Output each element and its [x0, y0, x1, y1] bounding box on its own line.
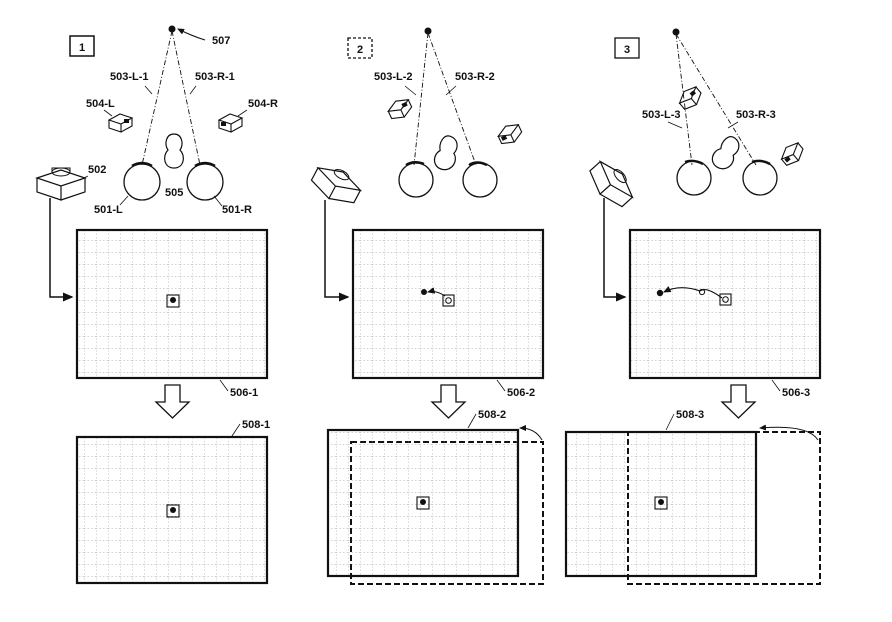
process-arrow-2: [430, 384, 467, 419]
panel-2-number-box: [347, 37, 373, 59]
left-eye-3: [676, 160, 712, 196]
right-gaze-line-label-3: 503-R-3: [736, 109, 776, 121]
left-camera-3: [678, 85, 702, 110]
left-eye-label: 501-L: [94, 204, 123, 216]
right-gaze-line-label: 503-R-1: [195, 71, 235, 83]
nose-shape: [164, 133, 184, 169]
nose-shape-2: [433, 135, 458, 171]
right-camera-3: [780, 141, 804, 166]
projector-2: [310, 166, 363, 204]
right-camera: [217, 113, 244, 133]
nose-label: 505: [165, 187, 183, 199]
panel-2: 2 503-L-2 503-R-2: [310, 27, 545, 585]
left-eye-2: [398, 162, 434, 198]
left-camera-2: [387, 99, 413, 120]
process-arrow-1: [154, 384, 191, 419]
left-gaze-line-label-3: 503-L-3: [642, 109, 681, 121]
panel-1-number-box: [69, 35, 95, 57]
panel-3-number: 3: [624, 44, 630, 56]
panel-3-number-box: [614, 37, 640, 59]
right-camera-2: [497, 124, 523, 145]
left-camera: [107, 113, 134, 133]
nose-shape-3: [711, 136, 740, 170]
panel-3: 3 503-L-3 503-R-3: [564, 28, 822, 585]
target-label: 507: [212, 35, 230, 47]
panel-2-number: 2: [357, 44, 363, 56]
target-point: [168, 25, 176, 33]
process-arrow-3: [720, 384, 757, 419]
left-gaze-line-label-2: 503-L-2: [374, 71, 413, 83]
panel-1: 1 507 503-L-1 503-R-1 504-L 504-R: [35, 25, 278, 585]
right-eye-3: [742, 160, 778, 196]
right-eye-label: 501-R: [222, 204, 252, 216]
right-eye: [186, 163, 224, 201]
frame-506-1-label: 506-1: [230, 387, 258, 399]
output-508-1-label: 508-1: [242, 419, 270, 431]
left-camera-label: 504-L: [86, 98, 115, 110]
frame-506-3: [628, 228, 822, 380]
frame-506-3-label: 506-3: [782, 387, 810, 399]
projector: [35, 167, 87, 201]
frame-506-1: [75, 228, 269, 380]
left-eye: [123, 163, 161, 201]
right-eye-2: [462, 162, 498, 198]
output-508-3-label: 508-3: [676, 409, 704, 421]
left-gaze-line-label: 503-L-1: [110, 71, 149, 83]
panel-1-number: 1: [79, 42, 85, 54]
projector-3: [589, 160, 634, 208]
right-camera-label: 504-R: [248, 98, 278, 110]
frame-506-2: [351, 228, 545, 380]
right-gaze-line-label-2: 503-R-2: [455, 71, 495, 83]
projector-label: 502: [88, 164, 106, 176]
frame-506-2-label: 506-2: [507, 387, 535, 399]
output-508-2-label: 508-2: [478, 409, 506, 421]
